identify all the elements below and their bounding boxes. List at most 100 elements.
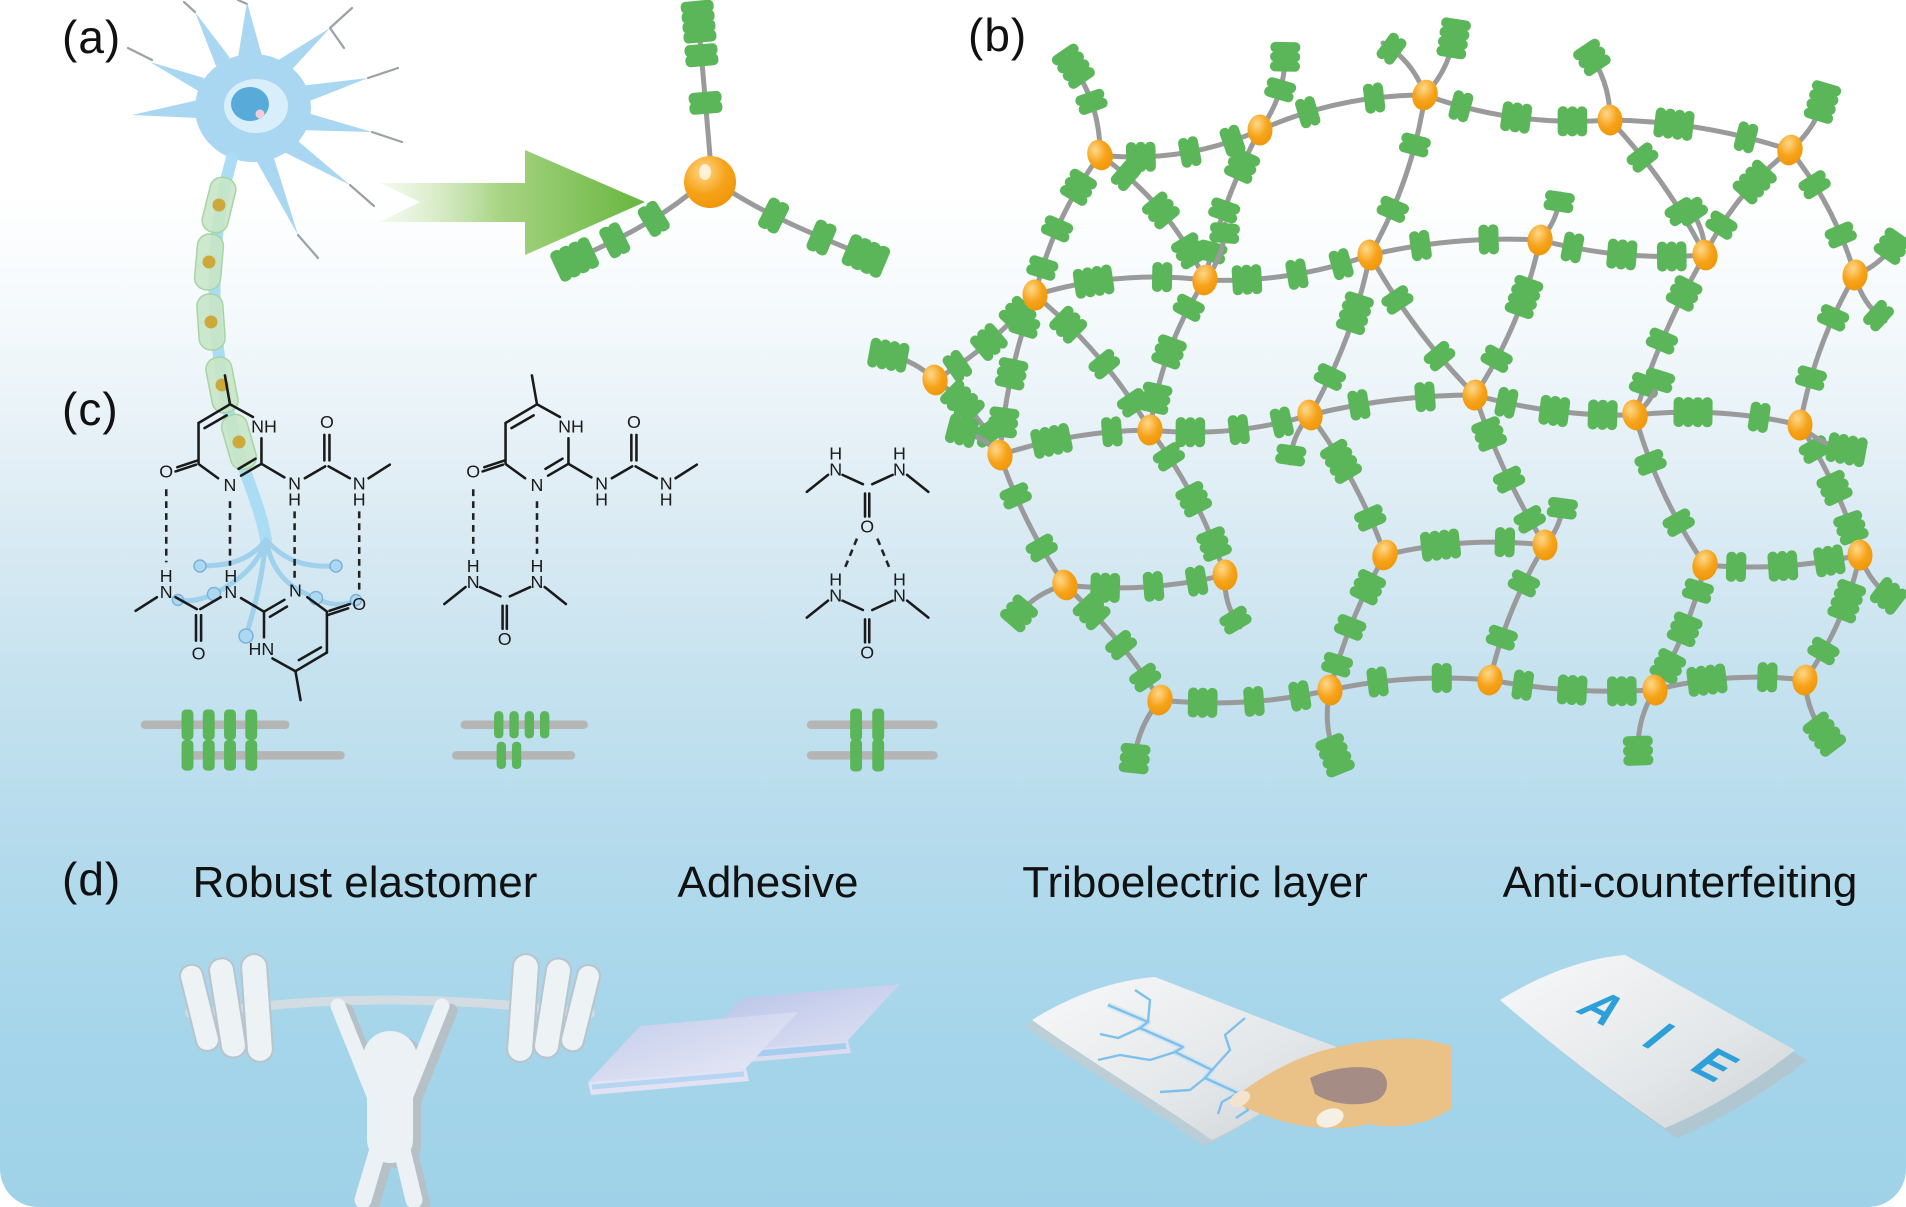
hbond-tick [1808,719,1835,742]
atom-label: N [467,572,480,592]
hbond-tick [1135,141,1147,172]
bond [634,465,659,480]
crosslink-node [1372,539,1398,571]
hbond-tick [1557,397,1571,428]
hbond-tick [1877,582,1900,609]
hbond-tick [1335,318,1366,336]
hbond-tick [1441,17,1471,32]
hbond-tick [1705,218,1733,240]
hbond-tick [1573,38,1601,61]
hbond-tick [1068,67,1095,89]
hbond-tick [1665,292,1694,312]
hbond-tick [1488,624,1518,642]
atom-label: N [160,582,173,602]
hbond-tick [1869,577,1893,604]
hbond-tick [1243,686,1256,717]
hbond-tick [1323,651,1354,669]
hbond-tick [1055,312,1081,338]
atom-label: H [353,490,366,510]
hbond-tick [1662,108,1676,139]
hbond-tick [1321,661,1351,678]
hbond-tick [1632,149,1659,173]
bond [905,473,930,494]
crosslink-node [1192,264,1218,296]
hbond-tick [767,202,790,234]
hbond-tick [1695,665,1709,696]
hbond-tick [1116,388,1144,410]
hbond-tick [1884,588,1906,615]
polymer-chain [1702,147,1793,258]
hbond-tick [1110,416,1123,447]
atom-label: N [288,473,301,493]
crosslink-node [1692,239,1718,271]
hbond-tick [1376,204,1406,223]
polymer-backbone-bar [140,720,290,729]
hbond-tick [1757,662,1769,693]
hbond-tick [1827,605,1857,624]
hbond-tick [1870,306,1894,332]
hbond-tick [1176,293,1205,314]
atom-label: N [595,473,608,493]
atom-label: O [627,412,641,432]
crosslink-node [1147,684,1173,716]
hbond-tick [1219,605,1247,627]
hbond-tick [1725,551,1737,582]
polymer-chain [1802,552,1863,683]
polymer-chain [1652,674,1808,693]
hbond-tick [1673,396,1685,427]
hbond-tick [994,375,1025,391]
hbond-tick [1837,579,1867,597]
hbond-tick [1471,416,1500,435]
bond [674,463,699,480]
crosslink-node [1847,539,1873,571]
hbond-tick [224,709,236,741]
hbond-tick [1000,608,1026,633]
hbond-tick [524,711,535,739]
hbond-tick [1448,90,1465,120]
hbond-tick [1419,531,1433,562]
hbond-tick [1556,674,1569,705]
hbond-tick [1615,239,1628,270]
crosslink-node [1642,674,1668,706]
polymer-chain [997,427,1153,458]
hbond-tick [577,237,599,269]
hbond-tick [1478,433,1507,452]
panel-label-b: (b) [968,9,1028,61]
hbond-tick [1607,676,1618,707]
hbond-tick [1767,551,1780,582]
bond [870,473,894,486]
hbond-tick [1811,80,1842,97]
hbond-tick [1088,348,1115,373]
hbond-tick [1546,506,1577,520]
hbond-tick [1250,264,1263,295]
hbond-tick [1154,343,1184,361]
hbond-tick [1194,565,1209,595]
hbond-tick [1548,496,1578,511]
hbond-tick [1356,389,1371,419]
hbond-tick [1735,551,1747,582]
hbond-tick [1438,529,1452,560]
hbond-tick [1824,487,1853,506]
hbond-tick [1666,629,1696,648]
hbond-tick [1161,262,1173,293]
atom-label: N [224,582,237,602]
bond [306,595,328,613]
hbond-tick [1012,594,1038,618]
hbond-tick [1326,759,1355,778]
hbond-tick [1649,664,1678,685]
atom-label: O [466,461,480,481]
crosslink-node [1792,664,1818,696]
hbond-tick [1658,648,1687,668]
hbond-tick [872,739,885,772]
hbond-tick [1675,196,1703,219]
hbond-tick [1044,215,1074,234]
hbond-tick [1828,230,1857,249]
hbond-tick [1667,516,1695,537]
crosslink-node [1842,259,1868,291]
hbond-tick [1653,656,1682,677]
hbond-tick [954,415,970,446]
hbond-tick [1313,371,1342,391]
hbond-tick [1231,265,1244,296]
